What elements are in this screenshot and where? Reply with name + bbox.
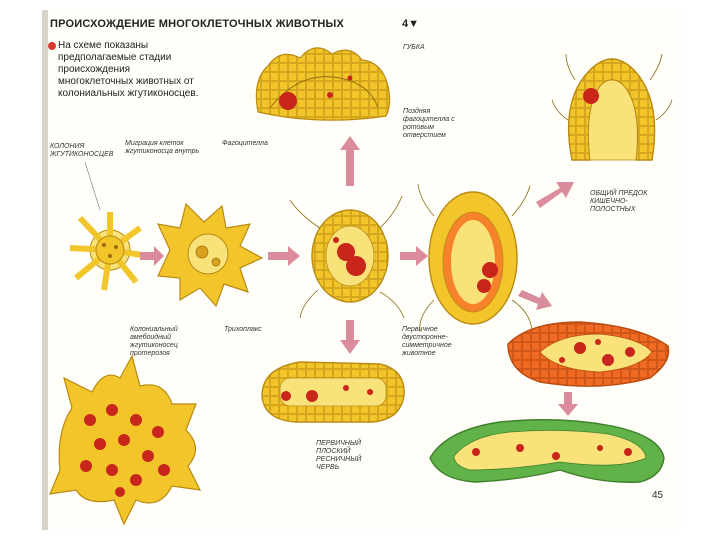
late-phagocytella-figure [418, 184, 532, 332]
arrow-bilateral-to-flatworm [558, 392, 578, 416]
arrow-phagocytella-to-late [400, 246, 428, 266]
arrow-colony-to-migration [140, 246, 164, 266]
migration-figure [158, 204, 262, 306]
colony-figure [70, 212, 148, 290]
leader-colony [85, 162, 100, 210]
flatworm-figure [430, 420, 664, 483]
bilateral-animal-figure [508, 322, 669, 386]
sponge-nucleus [279, 92, 297, 110]
arrow-late-to-bilateral [518, 290, 552, 310]
phagocytella-figure [290, 196, 404, 318]
arrow-phagocytella-to-trichoplax [340, 320, 360, 354]
trichoplax-figure [262, 362, 404, 422]
sponge-figure [256, 48, 389, 120]
arrow-phagocytella-to-sponge [340, 136, 360, 186]
arrow-late-to-common-ancestor [536, 182, 574, 208]
arrow-migration-to-phagocytella [268, 246, 300, 266]
common-ancestor-figure [552, 54, 672, 160]
colonial-ameboid-figure [50, 356, 200, 524]
